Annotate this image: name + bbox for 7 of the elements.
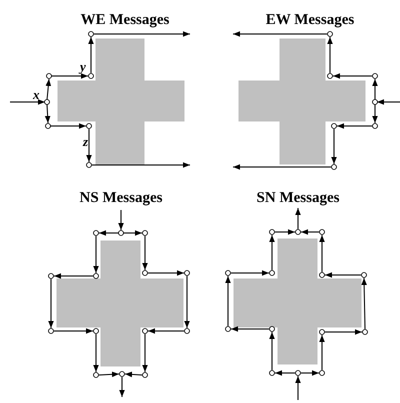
panel-title: EW Messages	[266, 12, 354, 28]
panel-title: SN Messages	[256, 190, 340, 206]
variable-label: x	[33, 88, 40, 101]
variable-label: y	[80, 60, 86, 73]
panel-title: WE Messages	[80, 12, 170, 28]
panel-title: NS Messages	[80, 190, 162, 206]
variable-label: z	[83, 135, 88, 148]
